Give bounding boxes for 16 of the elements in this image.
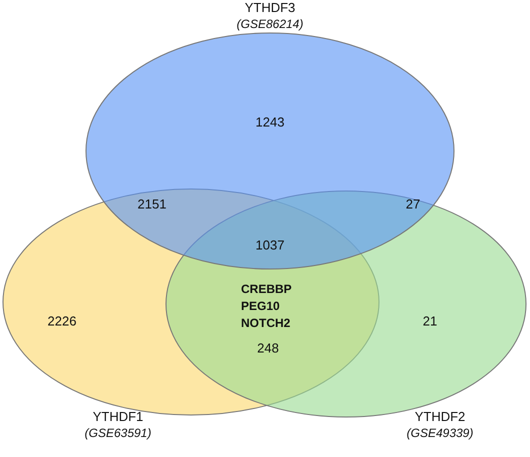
set-title: YTHDF2 bbox=[414, 409, 466, 424]
gene-name: NOTCH2 bbox=[241, 316, 290, 330]
count-label: 21 bbox=[422, 314, 438, 328]
gene-name: PEG10 bbox=[241, 299, 280, 313]
count-label: 248 bbox=[257, 340, 279, 356]
count-label: 27 bbox=[406, 196, 420, 212]
dataset-id: (GSE49339) bbox=[406, 426, 474, 440]
count-label: 2226 bbox=[48, 314, 76, 328]
set-title: YTHDF3 bbox=[244, 0, 296, 15]
count-label: 2151 bbox=[138, 196, 166, 212]
count-label: 1243 bbox=[256, 114, 284, 130]
count-label: 1037 bbox=[256, 238, 284, 252]
dataset-id: (GSE63591) bbox=[84, 426, 152, 440]
gene-name: CREBBP bbox=[241, 282, 292, 296]
dataset-id: (GSE86214) bbox=[236, 17, 304, 31]
set-title: YTHDF1 bbox=[92, 409, 144, 424]
